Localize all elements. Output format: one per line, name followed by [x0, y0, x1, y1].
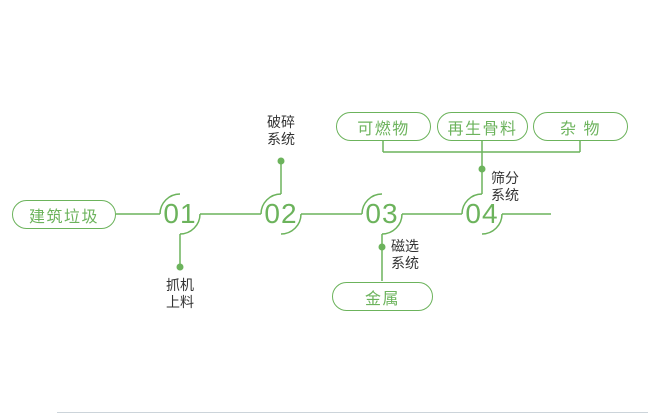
- junction-dot: [478, 165, 486, 173]
- step-label-line: 破碎: [267, 114, 295, 130]
- node-arc: [381, 213, 403, 235]
- step-label-line: 磁选: [391, 238, 419, 254]
- bottom-divider: [57, 412, 648, 413]
- output-pill-metal: 金属: [332, 282, 433, 311]
- step-label-grab-loading: 抓机 上料: [150, 277, 210, 311]
- output-pill-recycled-aggregate: 再生骨料: [437, 112, 528, 141]
- node-arc: [481, 213, 503, 235]
- node-arc: [280, 213, 302, 235]
- node-arc: [361, 193, 383, 215]
- step-label-line: 系统: [491, 187, 519, 203]
- step-label-screening-system: 筛分 系统: [491, 170, 535, 204]
- junction-dot: [378, 243, 386, 251]
- step-node-04: 04: [465, 198, 499, 229]
- source-pill-construction-waste: 建筑垃圾: [12, 200, 116, 229]
- step-label-line: 系统: [391, 255, 419, 271]
- step-node-03: 03: [365, 198, 399, 229]
- step-label-magnetic-separation-system: 磁选 系统: [391, 238, 435, 272]
- output-pill-combustibles: 可燃物: [336, 112, 431, 141]
- step-node-01: 01: [163, 198, 197, 229]
- step-label-line: 系统: [267, 131, 295, 147]
- junction-dot: [176, 263, 184, 271]
- step-node-02: 02: [264, 198, 298, 229]
- step-label-line: 抓机: [166, 277, 194, 293]
- node-arc: [260, 193, 282, 215]
- node-arc: [461, 193, 483, 215]
- step-label-line: 筛分: [491, 170, 519, 186]
- step-label-line: 上料: [166, 294, 194, 310]
- junction-dot: [277, 157, 285, 165]
- node-arc: [159, 193, 181, 215]
- step-label-crushing-system: 破碎 系统: [251, 114, 311, 148]
- output-pill-misc: 杂 物: [533, 112, 628, 141]
- node-arc: [179, 213, 201, 235]
